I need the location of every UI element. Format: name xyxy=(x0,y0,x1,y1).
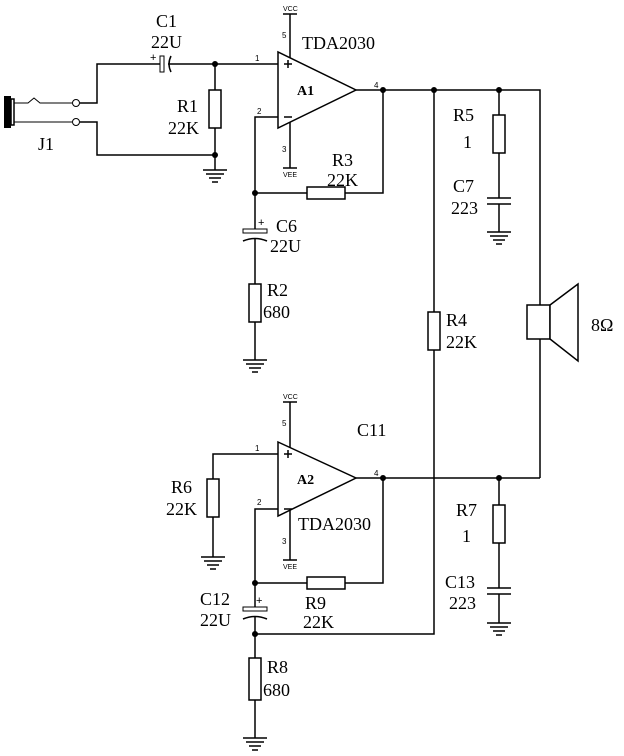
c7-label: C7 xyxy=(453,176,474,196)
a2-pin4: 4 xyxy=(374,469,379,478)
a1-vee-label: VEE xyxy=(283,172,297,179)
a1-label: A1 xyxy=(297,84,314,99)
r3-value: 22K xyxy=(327,170,358,190)
r7-value: 1 xyxy=(462,526,471,546)
junction xyxy=(252,631,258,637)
r6-value: 22K xyxy=(166,499,197,519)
r6-label: R6 xyxy=(171,477,192,497)
resistor-r5 xyxy=(492,90,506,198)
c6-value: 22U xyxy=(270,236,301,256)
c11-label: C11 xyxy=(357,420,386,440)
wire-a2-noninv xyxy=(212,453,278,479)
resistor-r6 xyxy=(201,478,225,570)
capacitor-c12: + xyxy=(242,583,268,658)
r2-label: R2 xyxy=(267,280,288,300)
capacitor-c1: + xyxy=(150,52,215,73)
r7-label: R7 xyxy=(456,500,477,520)
svg-text:+: + xyxy=(256,595,262,607)
a2-pin1: 1 xyxy=(255,444,260,453)
opamp-a1 xyxy=(277,13,358,169)
a2-chip-label: TDA2030 xyxy=(298,514,371,534)
r2-value: 680 xyxy=(263,302,290,322)
resistor-r8 xyxy=(243,657,267,751)
svg-text:+: + xyxy=(258,217,264,229)
speaker-icon xyxy=(526,282,579,478)
a2-vee-label: VEE xyxy=(283,564,297,571)
r9-value: 22K xyxy=(303,612,334,632)
svg-text:+: + xyxy=(150,52,156,64)
a1-vcc-label: VCC xyxy=(283,6,298,13)
r8-value: 680 xyxy=(263,680,290,700)
r1-label: R1 xyxy=(177,96,198,116)
a2-label: A2 xyxy=(297,473,314,488)
r5-label: R5 xyxy=(453,105,474,125)
c12-label: C12 xyxy=(200,589,230,609)
r4-value: 22K xyxy=(446,332,477,352)
wire-jack-signal xyxy=(80,63,150,104)
opamp-a2 xyxy=(277,401,358,561)
resistor-r3 xyxy=(255,90,384,200)
wire-a2-inv xyxy=(254,508,278,583)
a1-chip-label: TDA2030 xyxy=(302,33,375,53)
a1-pin5: 5 xyxy=(282,31,287,40)
a1-pin2: 2 xyxy=(257,107,262,116)
r3-label: R3 xyxy=(332,150,353,170)
resistor-r1 xyxy=(208,64,222,170)
wire-a1-inv xyxy=(254,116,278,193)
wire-a1-output xyxy=(356,89,541,305)
a1-pin3: 3 xyxy=(282,145,287,154)
r5-value: 1 xyxy=(463,132,472,152)
r9-label: R9 xyxy=(305,593,326,613)
a1-pin4: 4 xyxy=(374,81,379,90)
capacitor-c6: + xyxy=(242,193,268,284)
c6-label: C6 xyxy=(276,216,297,236)
a2-vcc-label: VCC xyxy=(283,394,298,401)
resistor-r7 xyxy=(492,478,506,588)
a2-pin2: 2 xyxy=(257,498,262,507)
c13-value: 223 xyxy=(449,593,476,613)
r8-label: R8 xyxy=(267,657,288,677)
wire-jack-ground xyxy=(80,121,215,156)
c1-label: C1 xyxy=(156,11,177,31)
junction xyxy=(212,152,218,158)
r4-label: R4 xyxy=(446,310,467,330)
c7-value: 223 xyxy=(451,198,478,218)
ground-symbol xyxy=(203,169,227,183)
resistor-r9 xyxy=(255,478,384,590)
j1-label: J1 xyxy=(38,134,54,154)
capacitor-c7 xyxy=(487,197,511,245)
r1-value: 22K xyxy=(168,118,199,138)
c12-value: 22U xyxy=(200,610,231,630)
c1-value: 22U xyxy=(151,32,182,52)
jack-j1 xyxy=(4,96,80,128)
resistor-r2 xyxy=(243,283,267,373)
a2-pin5: 5 xyxy=(282,419,287,428)
speaker-value: 8Ω xyxy=(591,315,613,335)
a2-pin3: 3 xyxy=(282,537,287,546)
c13-label: C13 xyxy=(445,572,475,592)
capacitor-c13 xyxy=(487,587,511,636)
a1-pin1: 1 xyxy=(255,54,260,63)
resistor-r4 xyxy=(255,90,441,635)
